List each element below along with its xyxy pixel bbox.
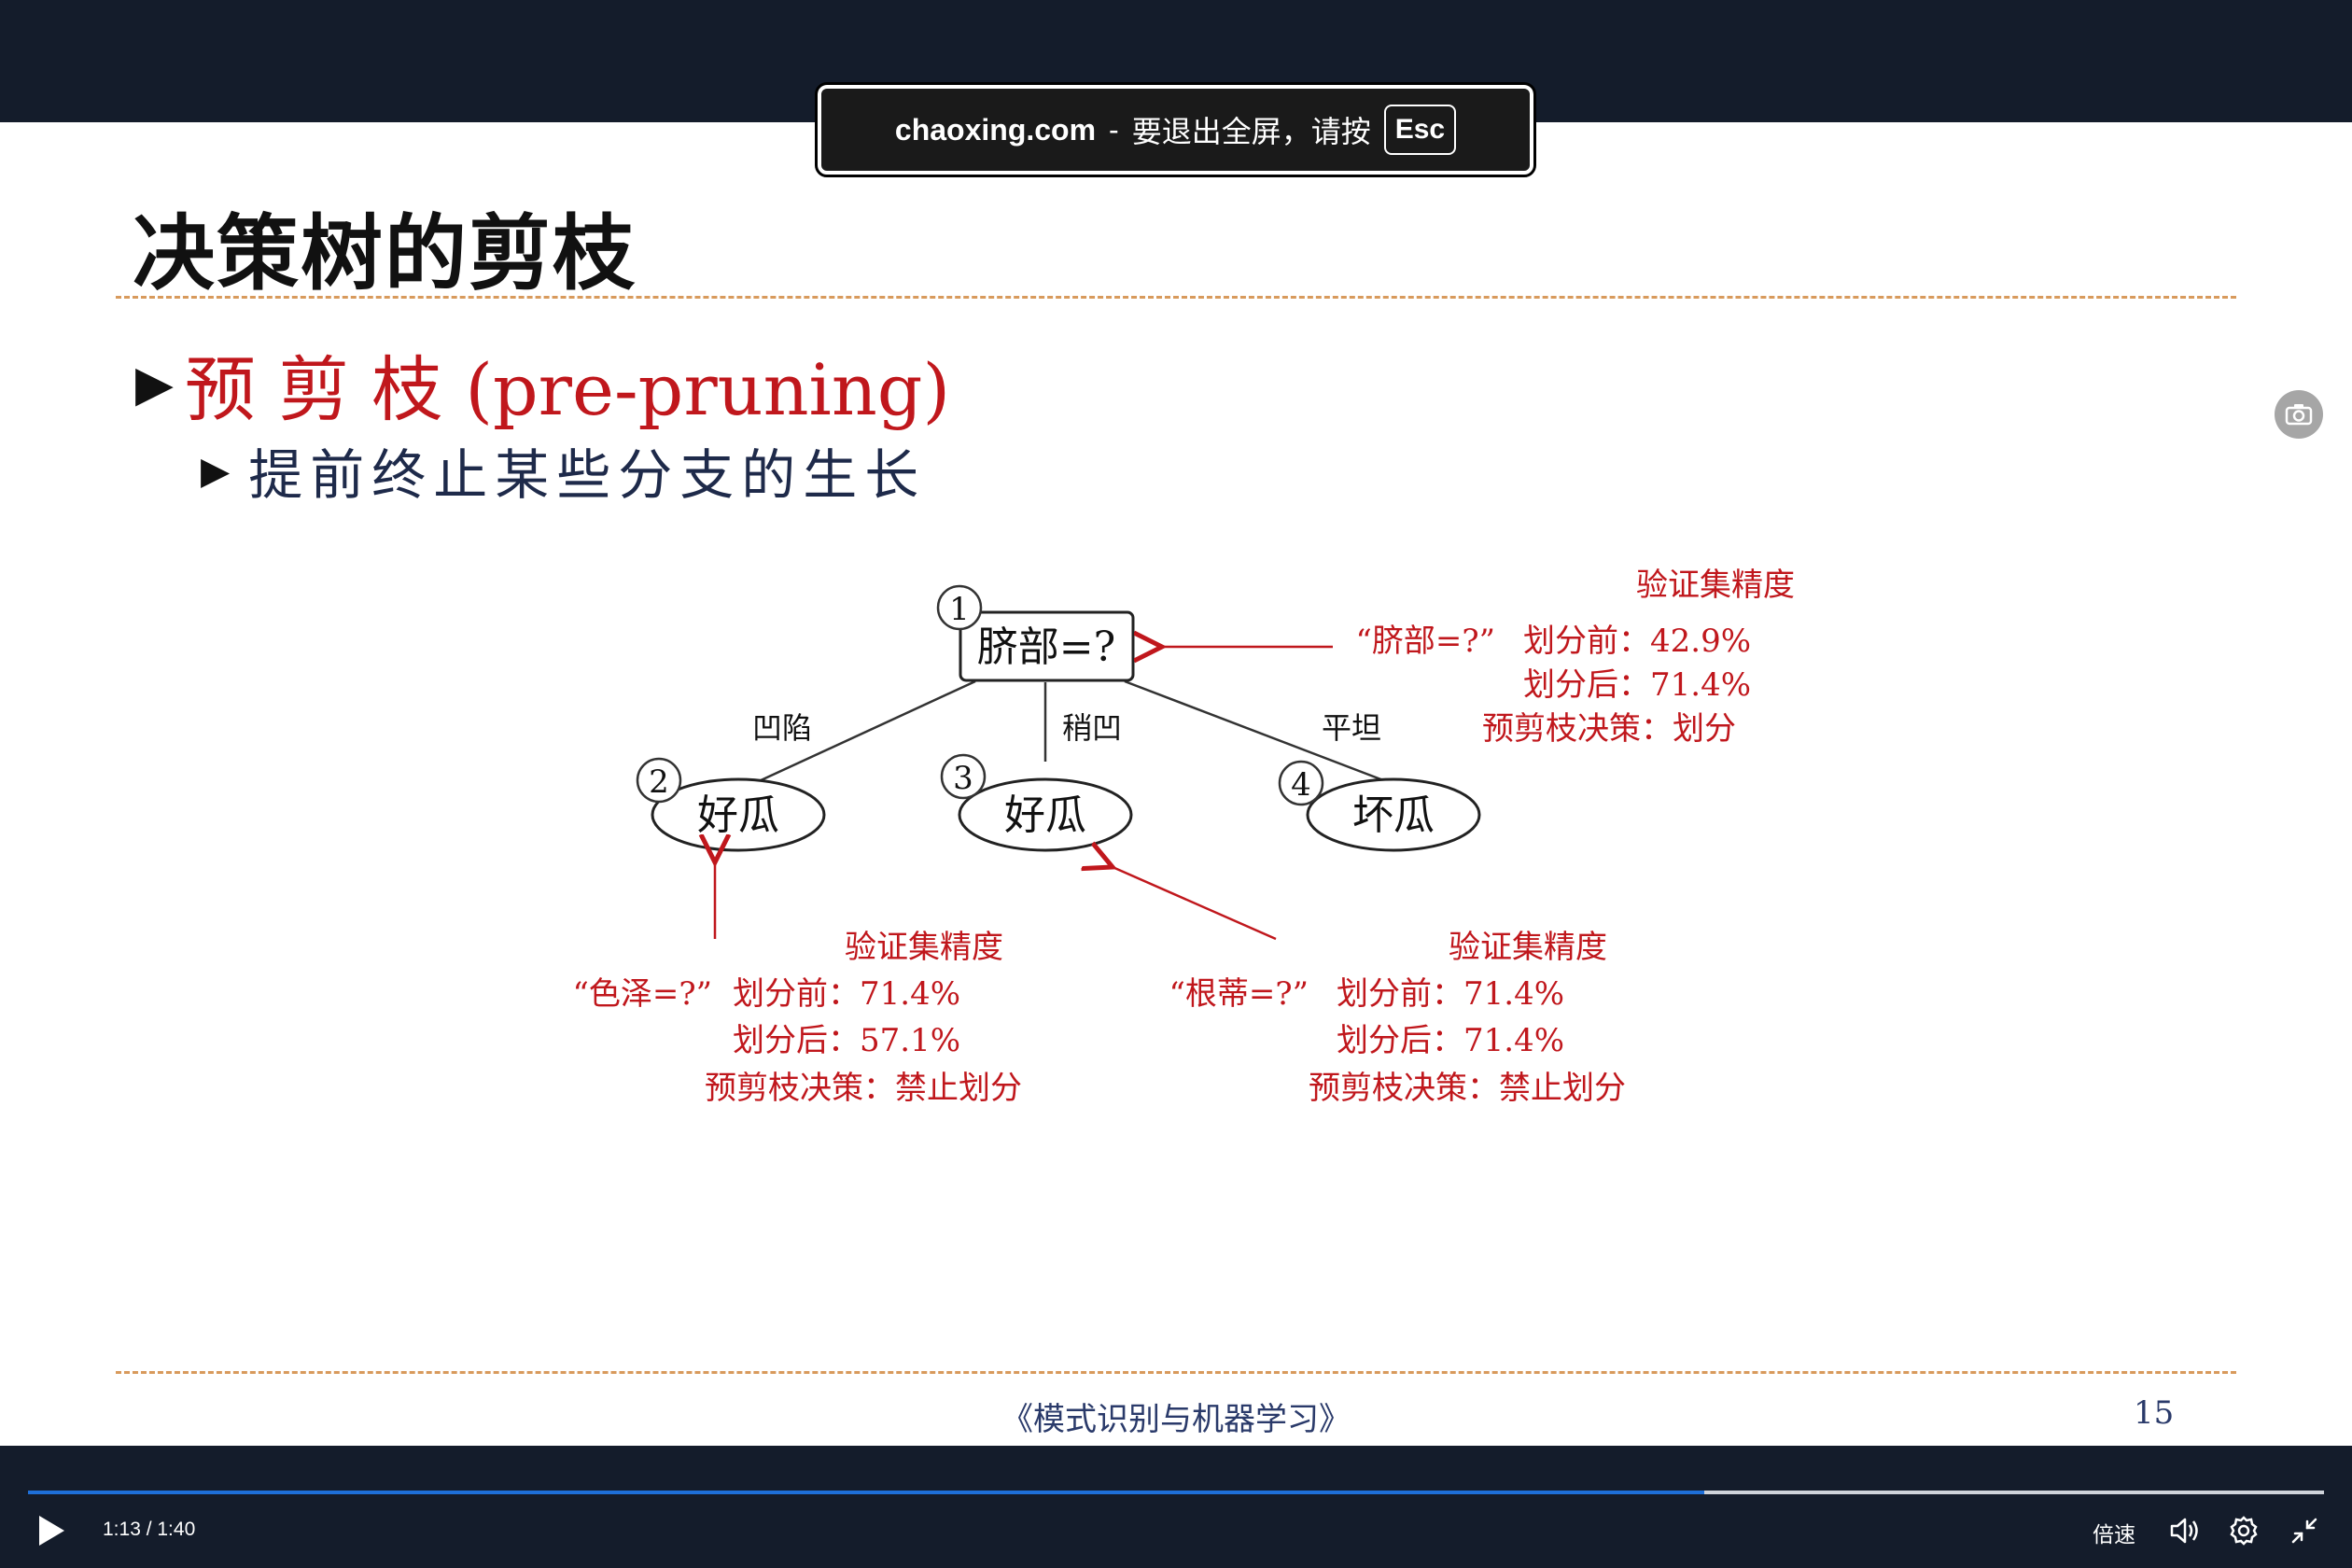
branch-label-middle: 稍凹 bbox=[1062, 710, 1122, 746]
leaf-node-4-number-circle bbox=[1278, 760, 1324, 806]
middle-annotation-after: 划分后：71.4% bbox=[1337, 1022, 1564, 1059]
bullet-pre-pruning: ▶ 预 剪 枝 (pre-pruning) bbox=[135, 332, 950, 435]
screenshot-button[interactable] bbox=[2275, 390, 2323, 439]
slide-title: 决策树的剪枝 bbox=[133, 205, 637, 301]
fullscreen-exit-toast: chaoxing.com - 要退出全屏，请按 Esc bbox=[815, 82, 1536, 177]
slide: 决策树的剪枝 ▶ 预 剪 枝 (pre-pruning) ▶ 提前终止某些分支的… bbox=[0, 122, 2352, 1446]
middle-annotation-arrow bbox=[1113, 867, 1277, 941]
slide-page-number: 15 bbox=[2134, 1394, 2175, 1432]
bullet-early-stop: ▶ 提前终止某些分支的生长 bbox=[201, 431, 926, 510]
volume-button[interactable] bbox=[2167, 1513, 2203, 1548]
exit-fullscreen-icon bbox=[2291, 1518, 2317, 1544]
root-node-box bbox=[959, 610, 1135, 682]
toast-message: 要退出全屏，请按 bbox=[1131, 115, 1371, 148]
root-annotation-before: 划分前：42.9% bbox=[1523, 623, 1751, 660]
leaf-node-2-label: 好瓜 bbox=[697, 791, 779, 839]
left-annotation-before: 划分前：71.4% bbox=[733, 975, 960, 1013]
title-divider bbox=[116, 296, 2236, 299]
playback-time: 1:13 / 1:40 bbox=[103, 1519, 196, 1540]
leaf-node-2-number: 2 bbox=[649, 763, 669, 801]
footer-divider bbox=[116, 1371, 2236, 1374]
leaf-node-3-number: 3 bbox=[953, 760, 973, 797]
middle-annotation-heading: 验证集精度 bbox=[1449, 929, 1607, 966]
leaf-node-2-number-circle bbox=[636, 757, 682, 804]
root-node-number: 1 bbox=[949, 591, 970, 628]
leaf-node-4-ellipse bbox=[1306, 777, 1481, 852]
toast-esc-key: Esc bbox=[1383, 105, 1457, 155]
branch-label-left: 凹陷 bbox=[752, 710, 812, 746]
root-annotation-feature: “脐部=?” bbox=[1356, 623, 1495, 660]
toast-dash: - bbox=[1109, 112, 1119, 147]
bullet-pre-pruning-text: 预 剪 枝 (pre-pruning) bbox=[184, 348, 951, 431]
root-annotation-decision: 预剪枝决策：划分 bbox=[1482, 710, 1736, 748]
bullet-early-stop-text: 提前终止某些分支的生长 bbox=[248, 443, 927, 507]
bullet-triangle-icon: ▶ bbox=[135, 355, 174, 413]
leaf-node-2-ellipse bbox=[651, 777, 826, 852]
progress-bar[interactable] bbox=[28, 1491, 2324, 1494]
leaf-node-3-ellipse bbox=[958, 777, 1133, 852]
camera-icon bbox=[2285, 404, 2313, 426]
leaf-node-4-number: 4 bbox=[1291, 766, 1311, 804]
slide-footer-course: 《模式识别与机器学习》 bbox=[1001, 1401, 1351, 1438]
decision-tree-diagram: 脐部=? 1 凹陷 稍凹 平坦 好瓜 2 好瓜 3 坏瓜 4 验证集精度 “脐部… bbox=[573, 567, 1795, 1107]
leaf-node-4-label: 坏瓜 bbox=[1352, 791, 1435, 839]
video-controls: 1:13 / 1:40 倍速 bbox=[0, 1446, 2352, 1568]
play-button[interactable] bbox=[35, 1513, 67, 1548]
progress-bar-fill bbox=[28, 1491, 1704, 1494]
branch-line-right bbox=[1124, 679, 1392, 785]
exit-fullscreen-button[interactable] bbox=[2287, 1513, 2322, 1548]
play-icon bbox=[39, 1516, 64, 1546]
root-annotation-heading: 验证集精度 bbox=[1636, 567, 1795, 604]
left-annotation-feature: “色泽=?” bbox=[573, 975, 712, 1013]
root-node-number-circle bbox=[936, 584, 983, 631]
leaf-node-3-label: 好瓜 bbox=[1004, 791, 1086, 839]
left-annotation-heading: 验证集精度 bbox=[845, 929, 1003, 966]
bullet-triangle-icon: ▶ bbox=[201, 448, 238, 493]
playback-speed-button[interactable]: 倍速 bbox=[2093, 1523, 2135, 1547]
branch-line-left bbox=[746, 679, 976, 789]
root-annotation-after: 划分后：71.4% bbox=[1523, 666, 1751, 704]
middle-annotation-decision: 预剪枝决策：禁止划分 bbox=[1309, 1070, 1626, 1107]
left-annotation-after: 划分后：57.1% bbox=[733, 1022, 960, 1059]
leaf-node-3-number-circle bbox=[940, 753, 987, 800]
branch-label-right: 平坦 bbox=[1322, 710, 1381, 746]
root-node-label: 脐部=? bbox=[977, 623, 1115, 671]
left-annotation-decision: 预剪枝决策：禁止划分 bbox=[705, 1070, 1022, 1107]
gear-icon bbox=[2230, 1516, 2258, 1546]
toast-site: chaoxing.com bbox=[894, 112, 1097, 147]
volume-icon bbox=[2170, 1518, 2198, 1544]
middle-annotation-before: 划分前：71.4% bbox=[1337, 975, 1564, 1013]
middle-annotation-feature: “根蒂=?” bbox=[1169, 975, 1309, 1013]
settings-button[interactable] bbox=[2226, 1513, 2261, 1548]
